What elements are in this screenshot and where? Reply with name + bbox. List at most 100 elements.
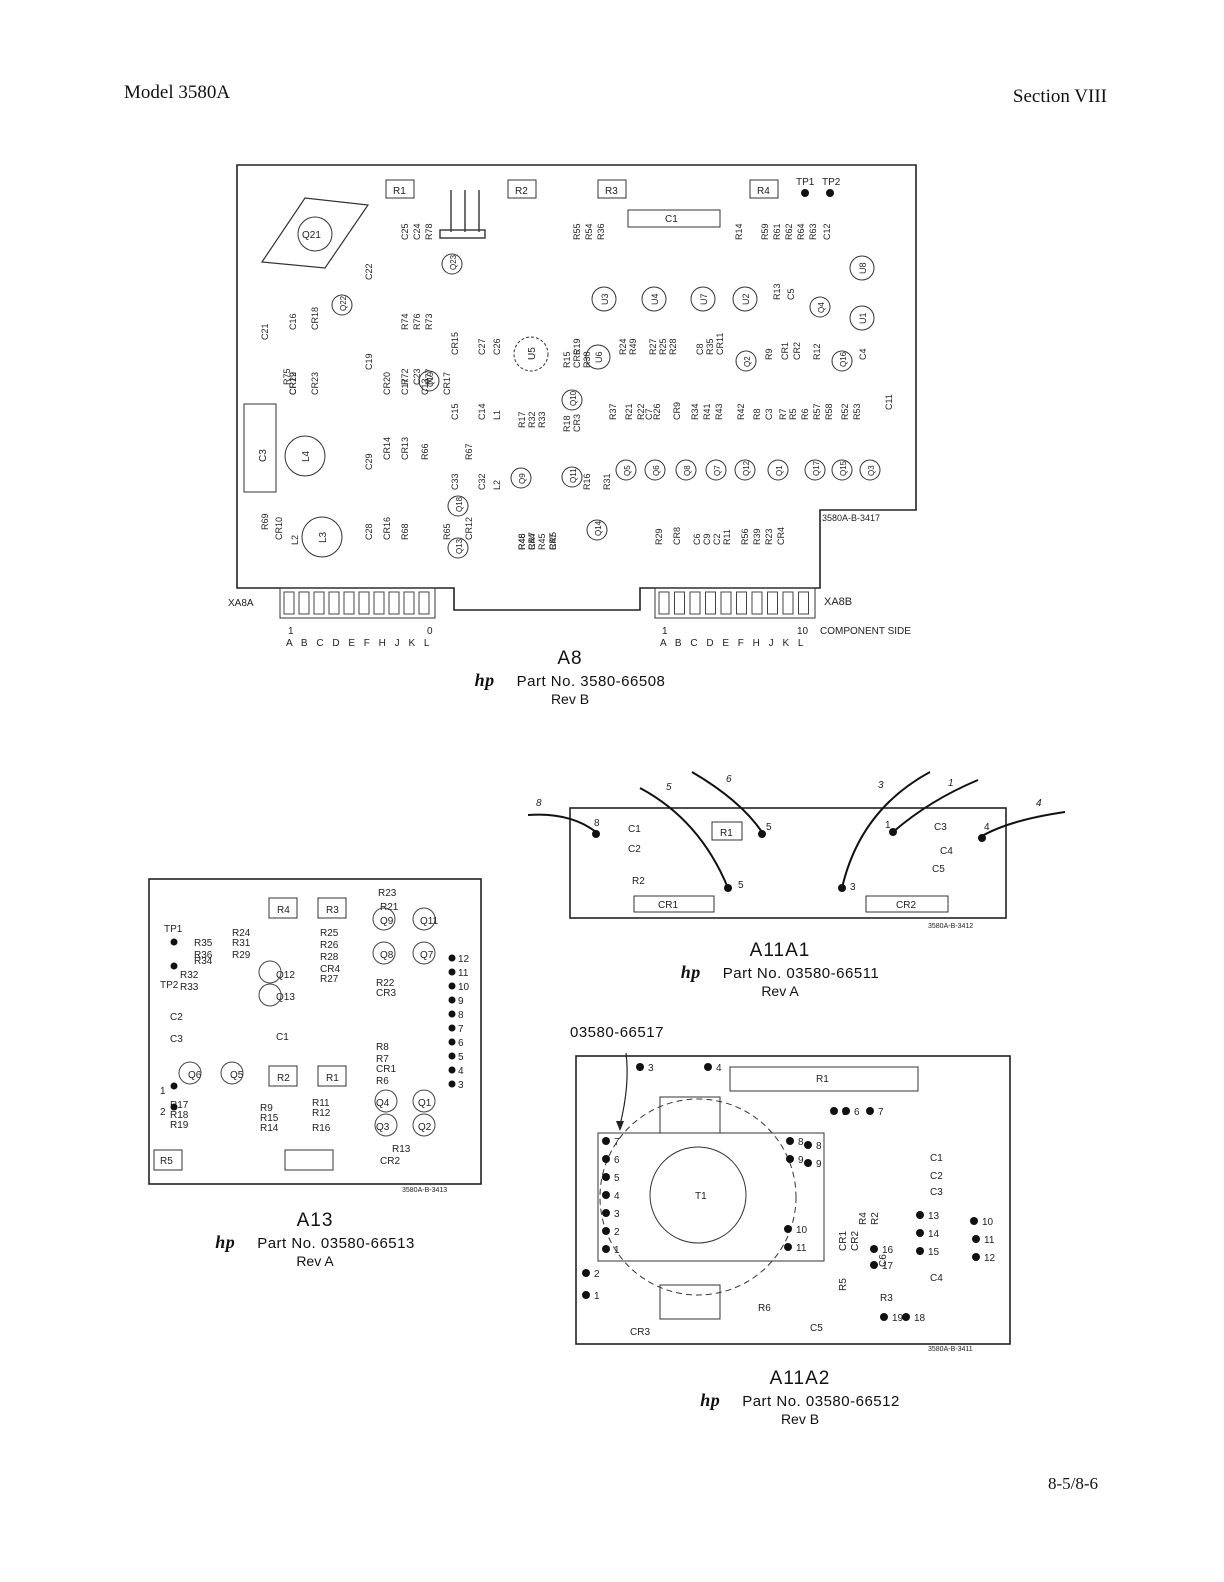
a8-component-label: R21	[624, 403, 634, 420]
a8-component-label: CR13	[400, 437, 410, 460]
a11a2-pin-label: 9	[816, 1159, 822, 1170]
a11a1-ident: 3580A-B-3412	[928, 923, 973, 930]
a8-top-resistor: R1	[393, 186, 406, 197]
a13-transistor-outline	[374, 1113, 398, 1137]
a8-component-label: R36	[596, 223, 606, 240]
a8-transistor-outline	[447, 537, 469, 559]
a11a2-pin-label: 9	[798, 1155, 804, 1166]
a8-component-label: R43	[714, 403, 724, 420]
a8-res-box	[507, 179, 537, 199]
a8-component-label: C9	[702, 533, 712, 545]
a8-component-label: R39	[752, 528, 762, 545]
a8-connector-b: XA8B	[824, 596, 852, 608]
a8-tp2: TP2	[822, 177, 841, 188]
a13-pin-dot	[448, 1080, 456, 1088]
a11a1-wire-4: 4	[1036, 798, 1042, 809]
a11a2-component-label: CR3	[630, 1327, 650, 1338]
a11a2-pad	[784, 1225, 792, 1233]
u5-outline	[513, 336, 549, 372]
a11a1-c5: C5	[932, 864, 945, 875]
a8-component-label: R77	[424, 368, 434, 385]
a8-component-label: R49	[628, 338, 638, 355]
a11a2-pin-label: 2	[614, 1227, 620, 1238]
a8-c3: C3	[258, 449, 269, 462]
a8-transistor-outline	[859, 459, 881, 481]
a8-finger-a	[313, 591, 325, 615]
a8-component-label: R31	[602, 473, 612, 490]
a8-finger-b	[798, 591, 809, 615]
a13-transistor-outline	[372, 907, 396, 931]
a8-transistor-outline	[831, 350, 853, 372]
a13-component-label: R18	[170, 1110, 189, 1121]
a13-transistor-outline	[258, 983, 282, 1007]
a8-component-label: CR23	[310, 372, 320, 395]
a11a2-pad	[602, 1245, 610, 1253]
a11a1-pad-8: 8	[594, 818, 600, 829]
a13-pin-dot	[448, 968, 456, 976]
a8-component-label: R37	[608, 403, 618, 420]
a8-finger-a	[418, 591, 430, 615]
tp2-dot	[826, 189, 834, 197]
a8-finger-b	[767, 591, 778, 615]
a8-component-label: R48	[517, 533, 527, 550]
a8-transistor-label: Q23	[449, 254, 458, 270]
a13-transistor-outline	[220, 1061, 244, 1085]
a8-transistor-outline	[804, 459, 826, 481]
a11a2-pin-label: 10	[796, 1225, 808, 1236]
a13-component-label: R34	[194, 956, 213, 967]
a11a2-pad	[916, 1211, 924, 1219]
a8-transistor-label: Q7	[713, 465, 722, 476]
a13-component-label: R12	[312, 1108, 331, 1119]
a8-component-label: R66	[420, 443, 430, 460]
a13-component-label: Q8	[380, 950, 394, 961]
a11a2-component-label: T1	[695, 1191, 707, 1202]
a8-component-label: C6	[692, 533, 702, 545]
a8-component-label: R19	[572, 338, 582, 355]
a11a2-pin-label: 12	[984, 1253, 996, 1264]
a8-title: A8	[557, 648, 583, 669]
a8-component-label: R65	[442, 523, 452, 540]
a8-finger-a	[388, 591, 400, 615]
a8-component-label: C24	[412, 223, 422, 240]
a8-finger-b	[751, 591, 763, 615]
a8-component-label: R9	[764, 348, 774, 360]
a11a2-pin-label: 6	[614, 1155, 620, 1166]
a11a2-pad	[972, 1253, 980, 1261]
q21-outline	[260, 197, 370, 269]
a8-component-label: R46	[517, 533, 527, 550]
a8-transistor-label: Q11	[569, 468, 578, 483]
a8-transistor-outline	[644, 459, 666, 481]
a8-component-label: R38	[582, 351, 592, 368]
a11a2-component-label: R6	[758, 1303, 771, 1314]
a8-board-diagram: XA8A XA8B 1 0 1 10 COMPONENT SIDE A B C …	[228, 164, 917, 649]
a11a2-part: Part No. 03580-66512	[742, 1393, 900, 1410]
a13-component-label: R19	[170, 1120, 189, 1131]
a13-component-label: R8	[376, 1042, 389, 1053]
a13-pin-dot	[448, 1024, 456, 1032]
a13-pin-label: 10	[458, 982, 470, 993]
a8-transistor-outline	[767, 459, 789, 481]
a8-transistor-label: Q16	[839, 351, 848, 367]
a8-finger-b	[705, 591, 716, 615]
a8-transistor-label: Q5	[623, 465, 632, 476]
a8-transistor-outline	[561, 389, 583, 411]
a13-tp2-dot	[170, 962, 178, 970]
a11a2-rev: Rev B	[780, 1411, 820, 1427]
a13-pin-dot	[448, 1038, 456, 1046]
a13-component-label: R28	[320, 952, 339, 963]
a8-transistor-outline	[735, 350, 757, 372]
a13-component-label: R33	[180, 982, 199, 993]
a13-component-label: Q4	[376, 1098, 390, 1109]
a13-component-label: CR1	[376, 1064, 396, 1075]
a13-component-label: R1	[326, 1073, 339, 1084]
a8-component-label: C7	[644, 408, 654, 420]
a13-transistor-outline	[374, 1089, 398, 1113]
a13-pin-label: 5	[458, 1052, 464, 1063]
a13-component-label: R21	[380, 902, 399, 913]
a8-component-label: C2	[712, 533, 722, 545]
a13-pin-label: 11	[458, 968, 469, 979]
a11a2-pad	[804, 1159, 812, 1167]
a8-res-box	[749, 179, 779, 199]
a13-component-label: Q1	[418, 1098, 432, 1109]
